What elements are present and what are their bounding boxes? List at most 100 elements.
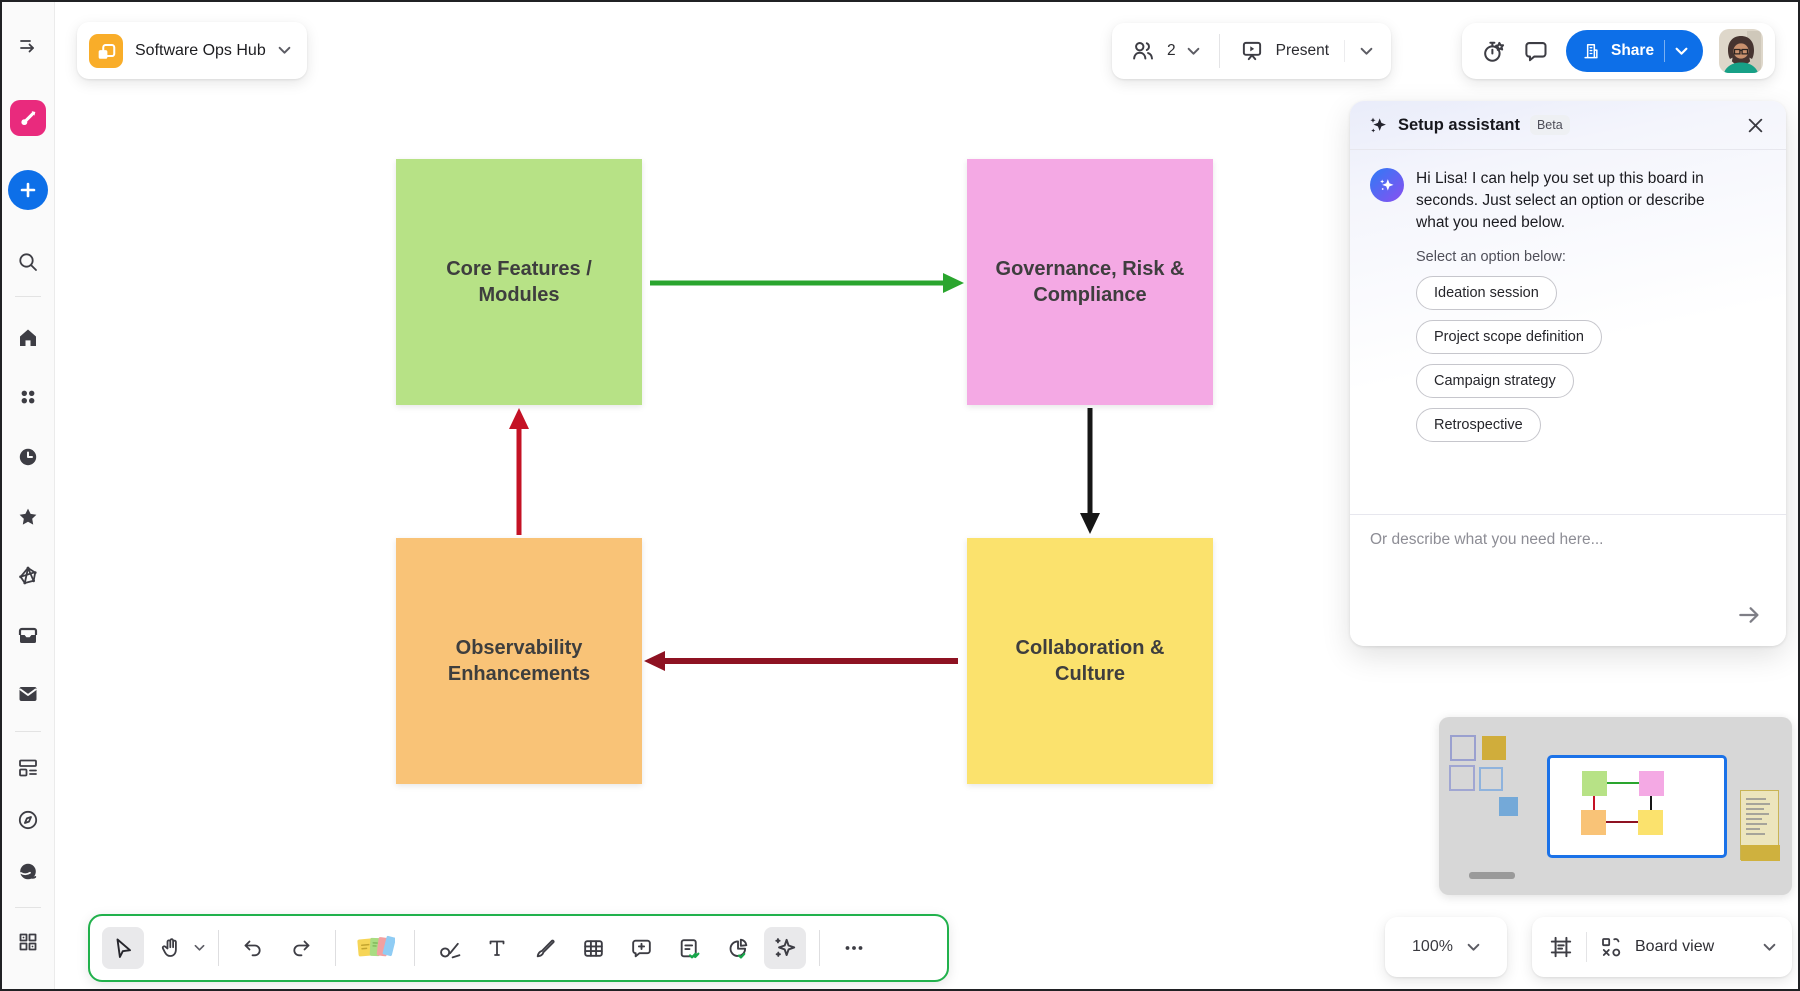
hand-tool-chevron-icon[interactable]	[194, 944, 205, 952]
hand-tool[interactable]	[150, 927, 192, 969]
app-logo[interactable]	[8, 98, 48, 138]
send-arrow-icon[interactable]	[1734, 600, 1764, 630]
sticky-note-collaboration[interactable]: Collaboration & Culture	[967, 538, 1213, 784]
divider	[1344, 40, 1345, 62]
minimap[interactable]	[1439, 717, 1792, 895]
close-icon[interactable]	[1742, 112, 1768, 138]
option-project-scope[interactable]: Project scope definition	[1416, 320, 1602, 354]
sidebar-item-support[interactable]	[8, 852, 48, 892]
sidebar-divider	[15, 296, 41, 297]
shapes-tool[interactable]	[428, 927, 470, 969]
select-tool[interactable]	[102, 927, 144, 969]
minimap-yellow-square	[1482, 736, 1506, 760]
share-button[interactable]: Share	[1566, 30, 1703, 72]
sidebar-item-integrations[interactable]	[8, 922, 48, 962]
table-tool[interactable]	[572, 927, 614, 969]
timer-button[interactable]	[1480, 38, 1507, 65]
option-retrospective[interactable]: Retrospective	[1416, 408, 1541, 442]
user-avatar[interactable]	[1719, 29, 1763, 73]
minimap-frame-outline	[1450, 735, 1476, 761]
ai-assistant-avatar	[1370, 168, 1404, 202]
sticky-label: Governance, Risk & Compliance	[987, 256, 1193, 308]
board-icon	[89, 34, 123, 68]
assistant-body: Hi Lisa! I can help you set up this boar…	[1350, 150, 1786, 514]
board-view-label[interactable]: Board view	[1635, 938, 1714, 956]
sidebar-item-home[interactable]	[8, 318, 48, 358]
collaborators-count: 2	[1167, 42, 1176, 60]
chart-tool[interactable]	[716, 927, 758, 969]
frames-button[interactable]	[1548, 934, 1574, 960]
minimap-sticky-yellow	[1638, 810, 1663, 835]
minimap-document-thumb	[1740, 790, 1779, 860]
board-title-chip[interactable]: Software Ops Hub	[77, 22, 307, 79]
sidebar-item-starred[interactable]	[8, 497, 48, 537]
frame-icon	[1548, 934, 1574, 960]
divider	[1586, 932, 1587, 962]
sidebar-item-explore[interactable]	[8, 556, 48, 596]
collapse-sidebar-icon[interactable]	[8, 26, 48, 66]
divider	[1219, 34, 1220, 68]
divider	[1664, 40, 1665, 62]
minimap-connector	[1607, 782, 1639, 784]
sidebar-item-templates[interactable]	[8, 748, 48, 788]
sidebar-divider	[15, 907, 41, 908]
search-icon[interactable]	[8, 242, 48, 282]
pen-tool[interactable]	[524, 927, 566, 969]
zoom-level: 100%	[1412, 938, 1453, 956]
view-chevron-icon[interactable]	[1763, 943, 1776, 952]
sticky-note-core-features[interactable]: Core Features / Modules	[396, 159, 642, 405]
doc-tool[interactable]	[668, 927, 710, 969]
share-label: Share	[1611, 42, 1654, 60]
zoom-chevron-icon	[1467, 943, 1480, 952]
sticky-note-governance[interactable]: Governance, Risk & Compliance	[967, 159, 1213, 405]
present-chevron-icon[interactable]	[1360, 47, 1373, 56]
minimap-blue-square	[1499, 797, 1518, 816]
actions-group: Share	[1462, 23, 1775, 79]
zoom-control[interactable]: 100%	[1385, 917, 1507, 977]
ai-create-tool[interactable]	[764, 927, 806, 969]
minimap-sticky-pink	[1639, 771, 1664, 796]
minimap-sticky-orange	[1581, 810, 1606, 835]
text-tool[interactable]	[476, 927, 518, 969]
assistant-input[interactable]	[1350, 515, 1786, 591]
present-button[interactable]: Present	[1276, 42, 1329, 60]
comments-button[interactable]	[1523, 38, 1550, 65]
redo-button[interactable]	[280, 927, 322, 969]
divider	[218, 930, 219, 966]
more-tools-button[interactable]	[833, 927, 875, 969]
option-campaign-strategy[interactable]: Campaign strategy	[1416, 364, 1574, 398]
sidebar-item-apps[interactable]	[8, 377, 48, 417]
left-sidebar	[2, 2, 55, 989]
minimap-viewport[interactable]	[1547, 755, 1727, 858]
comment-tool[interactable]	[620, 927, 662, 969]
collaborators-chevron-icon[interactable]	[1187, 47, 1200, 56]
option-ideation-session[interactable]: Ideation session	[1416, 276, 1557, 310]
sticky-label: Collaboration & Culture	[987, 635, 1193, 687]
connector-black-arrowhead	[1080, 513, 1100, 534]
connector-green-arrowhead	[943, 273, 964, 293]
minimap-frame-outline	[1449, 765, 1475, 791]
sidebar-item-mail[interactable]	[8, 674, 48, 714]
minimap-scrollbar[interactable]	[1469, 872, 1515, 879]
assistant-input-area	[1350, 514, 1786, 646]
sticky-note-observability[interactable]: Observability Enhancements	[396, 538, 642, 784]
logo-icon	[10, 100, 46, 136]
connector-red-arrowhead	[509, 408, 529, 429]
present-icon	[1239, 38, 1265, 64]
sticky-pack-icon	[355, 933, 395, 963]
add-board-button[interactable]	[8, 170, 48, 210]
select-option-prompt: Select an option below:	[1416, 249, 1766, 265]
sidebar-item-discover[interactable]	[8, 800, 48, 840]
collaborators-icon	[1130, 38, 1156, 64]
sidebar-item-inbox[interactable]	[8, 616, 48, 656]
divider	[819, 930, 820, 966]
sticky-note-tool[interactable]	[349, 927, 401, 969]
minimap-sticky-green	[1582, 771, 1607, 796]
sticky-label: Observability Enhancements	[416, 635, 622, 687]
undo-button[interactable]	[232, 927, 274, 969]
beta-badge: Beta	[1530, 115, 1570, 135]
sidebar-item-recent[interactable]	[8, 437, 48, 477]
minimap-connector	[1593, 796, 1595, 810]
divider	[335, 930, 336, 966]
